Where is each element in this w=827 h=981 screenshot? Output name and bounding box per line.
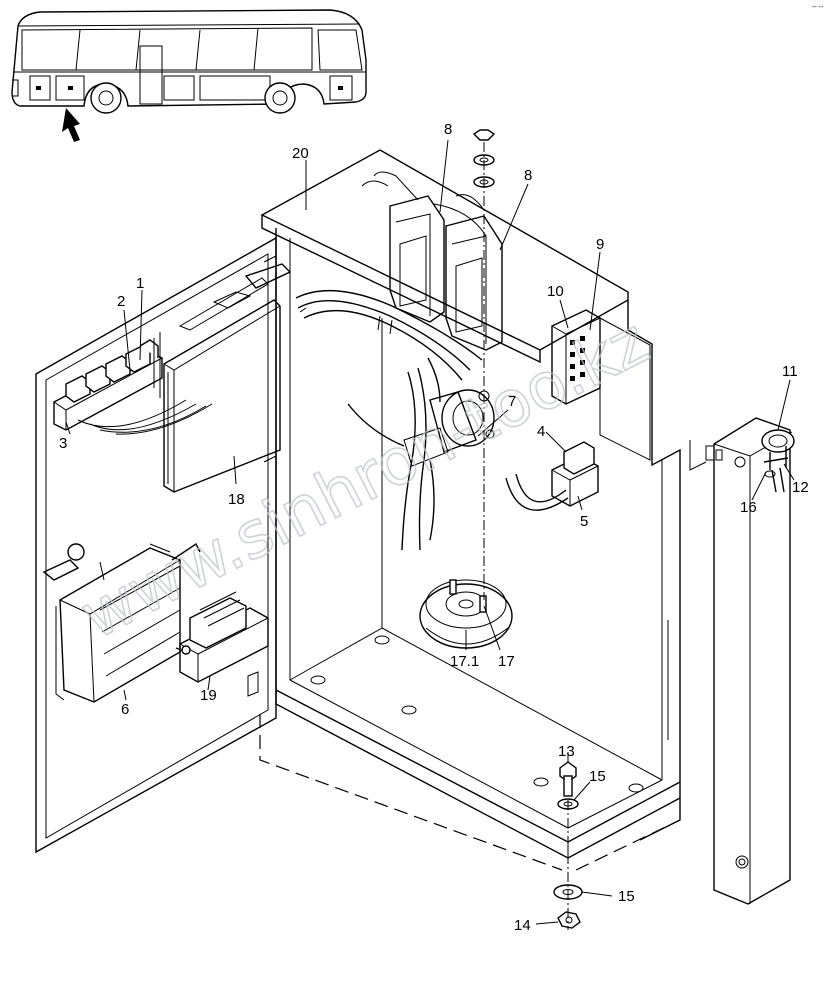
callout-5: 5: [580, 513, 588, 530]
callout-19: 19: [200, 687, 217, 704]
callout-17: 17: [498, 653, 515, 670]
callout-15b: 15: [618, 888, 635, 905]
callout-3: 3: [59, 435, 67, 452]
bus-locator-illustration: [11, 9, 367, 142]
leader-lines: [65, 139, 795, 925]
callout-17-1: 17.1: [450, 653, 479, 670]
solenoid-valve-7: [347, 357, 495, 551]
switch-module-4-5: [505, 441, 599, 511]
control-unit-18: [153, 263, 292, 493]
callout-labels: 1 2 3 4 5 6 7 8 8 9 10 11 12 13 14 15 15…: [59, 121, 809, 934]
callout-7: 7: [508, 393, 516, 410]
callout-14: 14: [514, 917, 531, 934]
callout-8a: 8: [444, 121, 452, 138]
callout-2: 2: [117, 293, 125, 310]
nut-14: [557, 911, 581, 929]
key-lock-assembly: [761, 429, 795, 493]
cable-harness: [295, 290, 483, 381]
connector-module-19: [175, 591, 269, 683]
callout-9: 9: [596, 236, 604, 253]
terminal-block: [551, 309, 601, 405]
assembly-centerlines: [259, 142, 681, 930]
callout-20: 20: [292, 145, 309, 162]
callout-8b: 8: [524, 167, 532, 184]
callout-12: 12: [792, 479, 809, 496]
corner-mark: -- --: [812, 4, 824, 11]
callout-10: 10: [547, 283, 564, 300]
bolt-13: [559, 761, 577, 797]
control-module-6: [42, 542, 201, 703]
callout-4: 4: [537, 423, 545, 440]
relay-terminal-strip: [53, 339, 213, 435]
callout-13: 13: [558, 743, 575, 760]
side-panel: [705, 417, 793, 905]
callout-11: 11: [782, 363, 798, 380]
callout-16: 16: [740, 499, 757, 516]
callout-18: 18: [228, 491, 245, 508]
location-arrow-icon: [62, 108, 80, 142]
callout-1: 1: [136, 275, 144, 292]
callout-15a: 15: [589, 768, 606, 785]
ecu-units-8: [361, 171, 503, 351]
callout-6: 6: [121, 701, 129, 718]
cabinet-door: [35, 236, 277, 854]
horn-base-17: [419, 579, 513, 649]
